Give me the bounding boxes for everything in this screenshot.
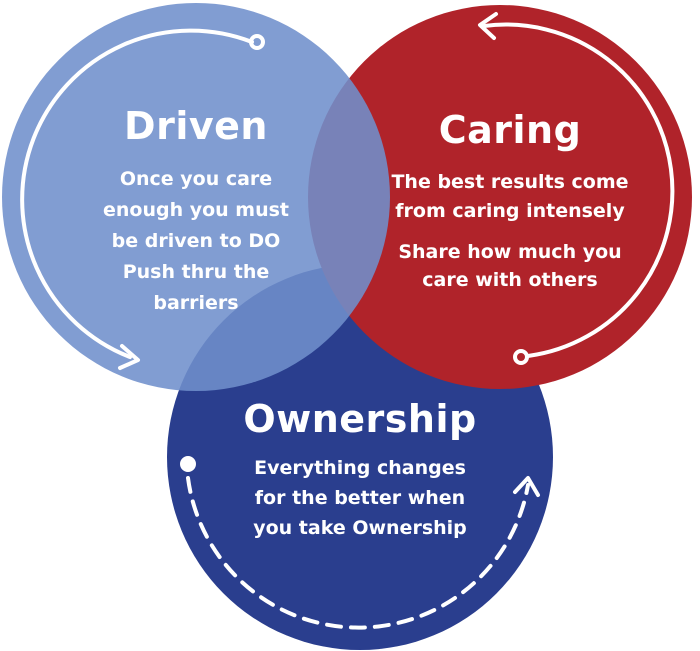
caring-cycle-arrow: [478, 12, 675, 365]
ownership-title: Ownership: [243, 397, 477, 441]
driven-line: enough you must: [102, 199, 290, 221]
caring-circle: [308, 5, 692, 389]
caring-line: from caring intensely: [395, 200, 625, 222]
ownership-cycle-arrow: [180, 456, 540, 630]
driven-line: be driven to DO: [111, 230, 281, 252]
caring-line: Share how much you: [398, 241, 622, 263]
caring-line: care with others: [422, 269, 598, 291]
caring-title: Caring: [438, 108, 582, 152]
ownership-line: Everything changes: [254, 457, 466, 479]
driven-circle: [2, 3, 390, 391]
ownership-line: you take Ownership: [253, 517, 467, 539]
driven-line: barriers: [153, 292, 239, 314]
ownership-line: for the better when: [254, 487, 466, 509]
caring-line: The best results come: [391, 171, 629, 193]
driven-title: Driven: [124, 104, 268, 148]
driven-line: Once you care: [119, 168, 273, 190]
driven-line: Push thru the: [122, 261, 270, 283]
driven-cycle-arrow: [20, 28, 265, 370]
